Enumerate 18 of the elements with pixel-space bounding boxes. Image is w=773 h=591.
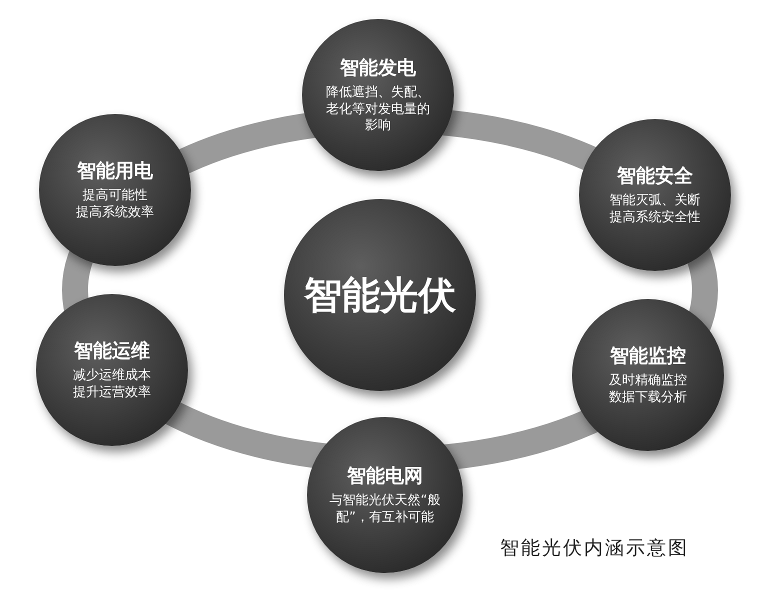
- node-heading: 智能安全: [617, 164, 693, 190]
- node-description: 降低遮挡、失配、老化等对发电量的影响: [325, 84, 431, 136]
- node-description: 智能灭弧、关断: [610, 193, 700, 210]
- node-heading: 智能发电: [340, 56, 416, 81]
- node-heading: 智能运维: [74, 339, 150, 364]
- node-description: 与智能光伏天然“般配”，有互补可能: [329, 493, 441, 527]
- node-description: 数据下载分析: [609, 390, 687, 407]
- node-heading: 智能用电: [77, 159, 153, 184]
- caption: 智能光伏内涵示意图: [500, 536, 689, 561]
- node-description: 提升运营效率: [73, 385, 151, 402]
- node-description: 提高系统效率: [76, 205, 154, 222]
- node-description: 及时精确监控: [609, 373, 687, 390]
- node-description: 提高可能性: [82, 188, 148, 205]
- node-description: 减少运维成本: [73, 368, 151, 385]
- node-description: 提高系统安全性: [610, 210, 700, 227]
- node-heading: 智能监控: [610, 344, 686, 370]
- node-heading: 智能电网: [347, 464, 423, 490]
- node-heading: 智能光伏: [304, 272, 456, 318]
